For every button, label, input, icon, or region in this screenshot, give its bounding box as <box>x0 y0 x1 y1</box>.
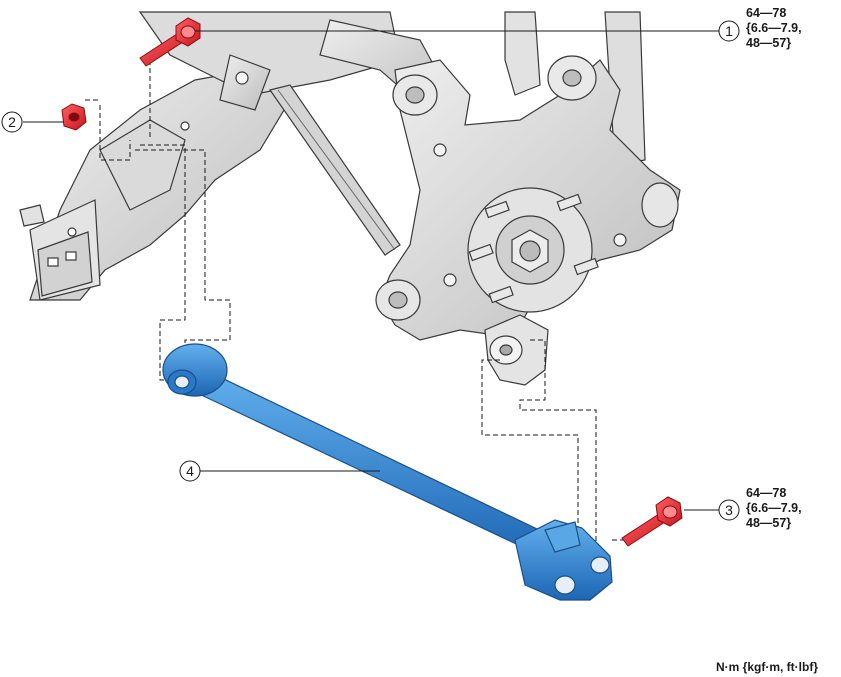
torque-nm: 64—78 <box>746 6 787 20</box>
callout-number: 2 <box>8 114 16 130</box>
callout-number: 3 <box>725 502 733 518</box>
callout-1: 1 <box>718 20 740 42</box>
torque-nm: 64—78 <box>746 486 787 500</box>
lower-link <box>162 343 613 601</box>
bolt-1 <box>139 17 201 67</box>
torque-spec-3: 64—78 {6.6—7.9, 48—57} <box>746 486 802 531</box>
torque-spec-1: 64—78 {6.6—7.9, 48—57} <box>746 6 802 51</box>
torque-kgfm: {6.6—7.9, <box>746 21 802 35</box>
torque-ftlbf: 48—57} <box>746 516 792 530</box>
callout-number: 4 <box>186 463 194 479</box>
nut-2 <box>61 103 87 131</box>
bolt-3 <box>621 496 683 547</box>
torque-units-legend: N·m {kgf·m, ft·lbf} <box>716 660 818 674</box>
alignment-guides <box>85 60 632 565</box>
callout-2: 2 <box>1 111 23 133</box>
torque-kgfm: {6.6—7.9, <box>746 501 802 515</box>
callout-4: 4 <box>179 460 201 482</box>
knuckle <box>375 55 681 386</box>
torque-ftlbf: 48—57} <box>746 36 792 50</box>
upper-suspension-structure <box>138 11 646 256</box>
callout-3: 3 <box>718 499 740 521</box>
callout-number: 1 <box>725 23 733 39</box>
leader-lines <box>23 30 719 511</box>
crossmember <box>19 69 291 301</box>
